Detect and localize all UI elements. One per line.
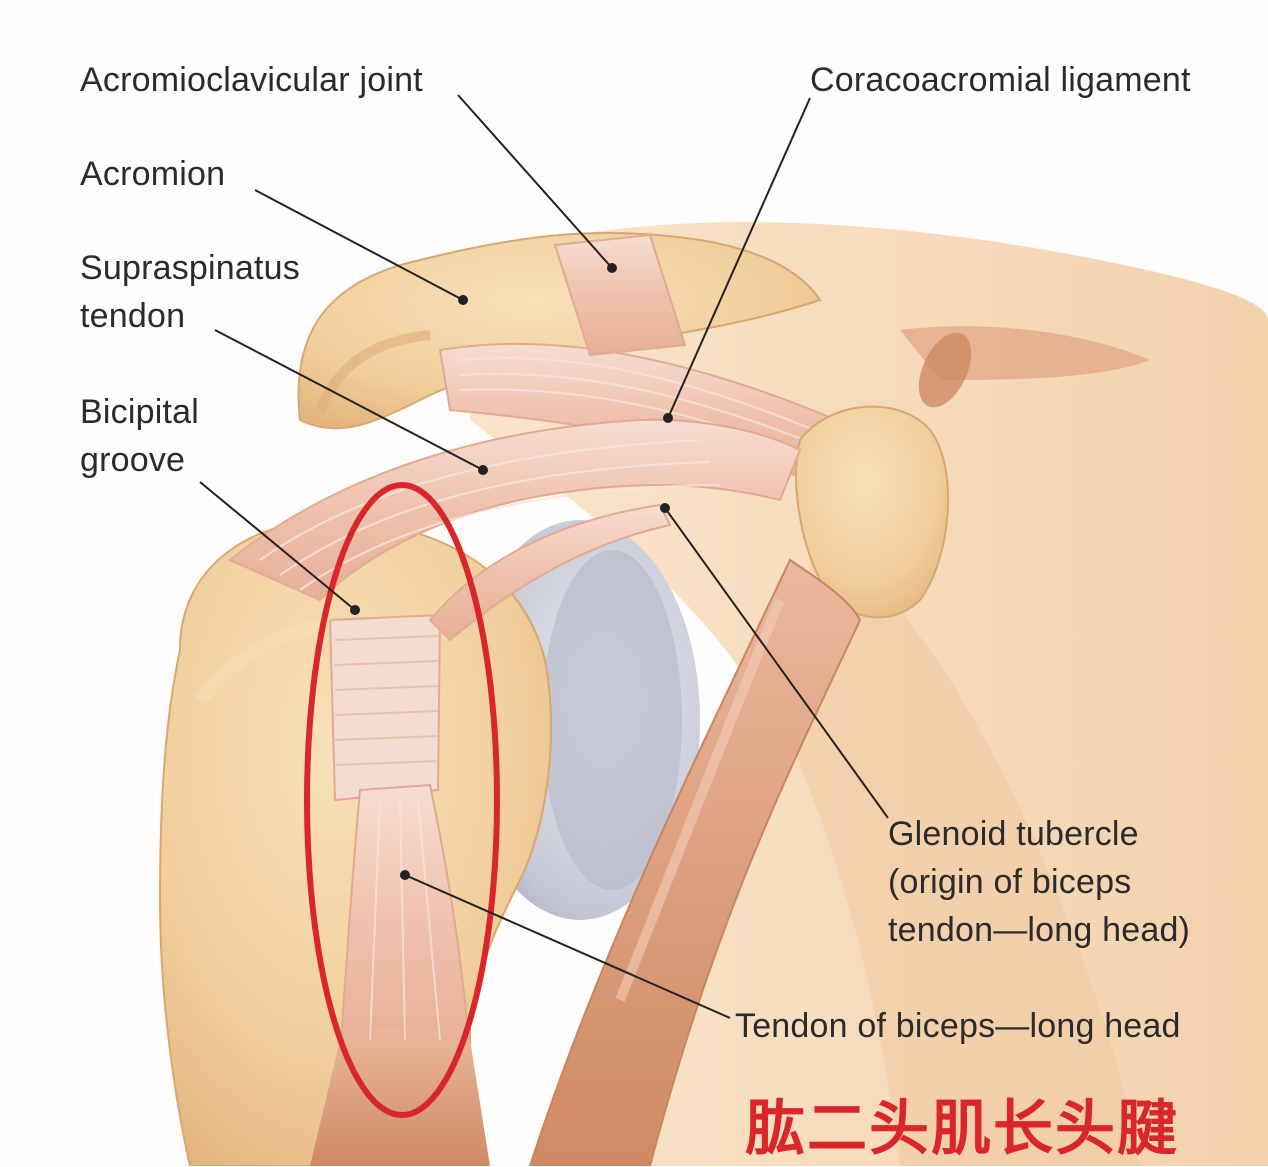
label-bicipital-groove: Bicipital groove xyxy=(80,388,199,484)
leader-dots xyxy=(350,263,673,880)
label-supraspinatus-tendon: Supraspinatus tendon xyxy=(80,244,300,340)
coracoid-process xyxy=(795,405,950,619)
scapula-shadow xyxy=(780,520,1140,1166)
leader-lines xyxy=(199,94,889,1019)
label-tendon-of-biceps: Tendon of biceps—long head xyxy=(735,1007,1181,1045)
highlight-ellipse xyxy=(304,482,500,1118)
label-glenoid-line3: tendon—long head) xyxy=(888,911,1191,949)
biceps-muscle xyxy=(310,1028,490,1166)
label-glenoid-line1: Glenoid tubercle xyxy=(888,815,1139,853)
label-glenoid-tubercle: Glenoid tubercle (origin of biceps tendo… xyxy=(888,810,1190,954)
label-coracoacromial-ligament: Coracoacromial ligament xyxy=(810,61,1191,99)
short-head-muscle xyxy=(528,558,862,1166)
label-supraspinatus-line2: tendon xyxy=(80,297,186,335)
label-bicipital-line1: Bicipital xyxy=(80,393,199,431)
label-supraspinatus-line1: Supraspinatus xyxy=(80,249,300,287)
label-acromion: Acromion xyxy=(80,155,226,193)
label-bicipital-line2: groove xyxy=(80,441,186,479)
transverse-humeral-ligament xyxy=(328,613,442,802)
label-glenoid-line2: (origin of biceps xyxy=(888,863,1132,901)
chinese-caption: 肱二头肌长头腱 xyxy=(745,1094,1179,1164)
label-acromioclavicular-joint: Acromioclavicular joint xyxy=(80,61,423,99)
